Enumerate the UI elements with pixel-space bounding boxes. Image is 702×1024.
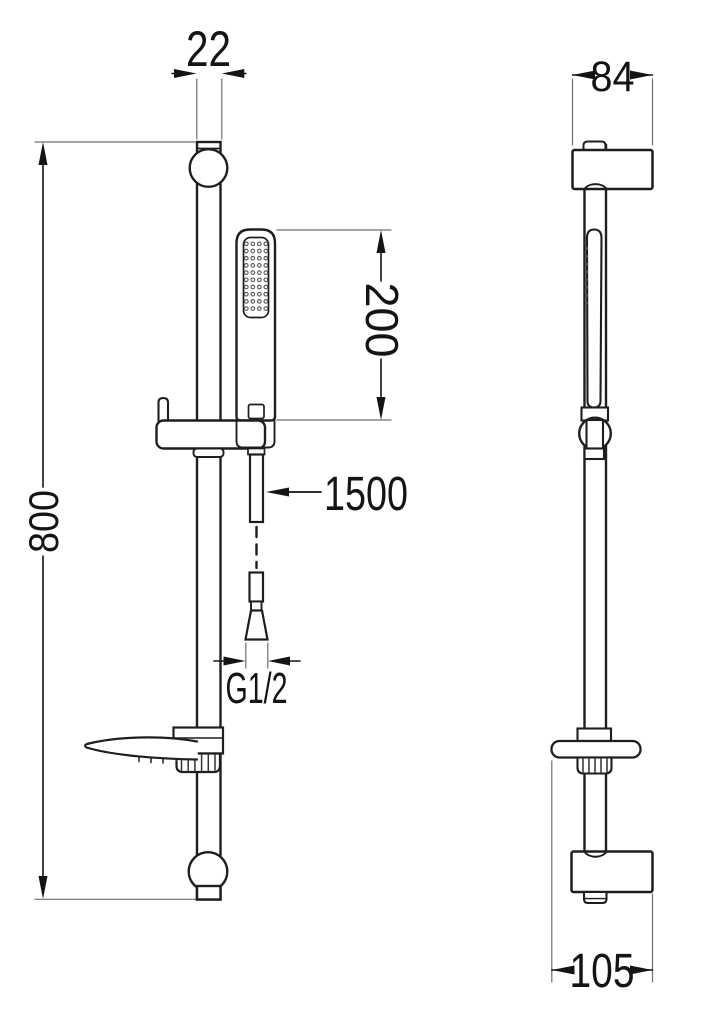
arrowhead-left-icon [572,70,595,80]
bottom-bracket [570,850,654,905]
arrowhead-up-icon [38,142,48,165]
slider-holder-side [578,406,613,461]
slide-rail [195,140,222,901]
slider-holder-front [155,396,276,458]
hand-shower-side [585,228,603,409]
rail-bottom-cap [195,884,222,901]
dish-wing-fill [85,736,198,761]
side-view: 84 105 [550,53,654,998]
dimension-upper-bracket: 84 [571,53,654,101]
spray-face [242,236,270,319]
bracket-body-bottom [570,850,654,894]
soap-dish-side [550,727,642,775]
holder-body [155,419,267,450]
holder-rail-collar [192,447,225,458]
handset-profile [585,228,603,409]
holder-cup [235,419,276,449]
arrowhead-left-icon [266,487,289,497]
dimension-handset-length: 200 [356,230,408,420]
arrowhead-left-icon [551,965,575,975]
dimension-bar-width: 22 [171,21,247,78]
handset-outlet [247,403,265,420]
front-view: 22 800 200 1500 [20,21,408,901]
arrowhead-right-icon [174,69,197,78]
dim-label-handset-length: 200 [356,283,408,358]
hand-shower-front [235,228,277,422]
arrowhead-down-icon [38,876,48,899]
rail-cap-tab [582,140,607,151]
dimension-hose-length: 1500 [266,468,408,521]
dim-label-thread: G1/2 [226,664,288,713]
top-bracket [571,140,654,191]
dim-label-bar-width: 22 [186,21,231,77]
hose-end [248,571,265,603]
arrowhead-down-icon [376,397,386,420]
dim-label-lower-bracket: 105 [570,945,635,998]
dish-clamp-ribs-side [582,757,608,774]
bracket-tab-bottom [582,890,608,905]
spray-nozzles [243,241,269,311]
arrowhead-left-icon [268,656,290,666]
spray-edge-dots [585,247,588,305]
dish-wing-slots [138,755,164,764]
extension-lines-side [551,78,654,983]
dim-label-bar-length: 800 [20,490,67,553]
dim-label-hose-length: 1500 [324,468,408,521]
arrowhead-left-icon [221,69,245,78]
rail-end-fillet [583,850,608,858]
arrowhead-up-icon [376,230,386,253]
arrowhead-right-icon [223,656,246,666]
rail-root-fillet [583,183,608,190]
extension-lines-front [34,78,392,900]
holder-stem [585,418,605,450]
hose-upper [248,453,265,524]
soap-dish-front [84,726,225,774]
dim-label-upper-bracket: 84 [591,53,635,101]
dimension-bar-length: 800 [20,142,67,899]
g12-connector [244,571,269,641]
dimension-thread: G1/2 [213,656,301,713]
holder-lever [157,396,170,423]
top-glide-ring [188,147,229,188]
dish-wing [84,736,199,761]
connector-cone [244,609,269,641]
arrowhead-right-icon [630,70,653,80]
dish-disc [550,739,642,759]
bracket-body [571,148,654,191]
dish-collar-side [576,727,613,743]
dimension-lower-bracket: 105 [550,945,654,998]
arrowhead-right-icon [630,965,653,975]
holder-base-side [583,447,606,461]
connector-band [250,600,263,612]
